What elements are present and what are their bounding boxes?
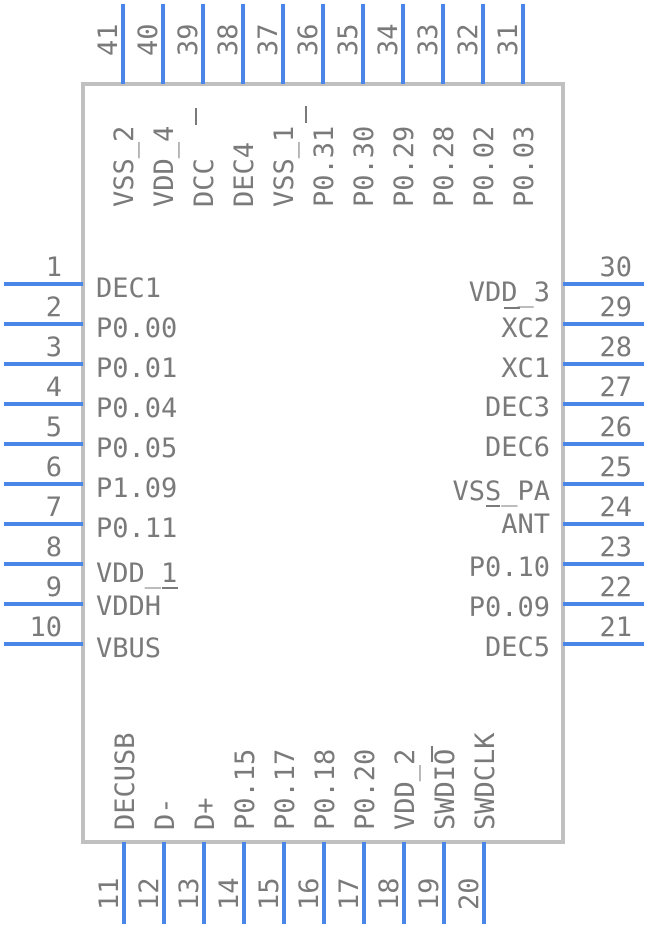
pin-27-name: DEC3 bbox=[485, 392, 550, 423]
pin-1-number: 1 bbox=[46, 252, 62, 283]
pin-13-name: D+ bbox=[190, 797, 221, 830]
pin-10-number: 10 bbox=[29, 612, 62, 643]
pin-29-number: 29 bbox=[599, 292, 632, 323]
pin-19-name: SWDIO bbox=[430, 749, 461, 830]
pin-26-number: 26 bbox=[599, 412, 632, 443]
pin-23-number: 23 bbox=[599, 532, 632, 563]
pin-30-name: VDD_3 bbox=[469, 277, 550, 308]
pin-12-number: 12 bbox=[134, 877, 165, 910]
pin-9-name: VDDH bbox=[96, 591, 161, 622]
pin-34-name: P0.29 bbox=[389, 126, 420, 207]
pin-36-name: P0.31 bbox=[309, 126, 340, 207]
pin-33-number: 33 bbox=[413, 23, 444, 56]
pin-41-name: VSS_2 bbox=[109, 126, 140, 207]
pin-20-number: 20 bbox=[454, 877, 485, 910]
pin-25-number: 25 bbox=[599, 452, 632, 483]
pin-38-number: 38 bbox=[213, 23, 244, 56]
pin-17-name: P0.20 bbox=[350, 749, 381, 830]
pin-36-number: 36 bbox=[293, 23, 324, 56]
pin-22-number: 22 bbox=[599, 572, 632, 603]
pin-19-number: 19 bbox=[414, 877, 445, 910]
pin-16-name: P0.18 bbox=[310, 749, 341, 830]
pin-27-number: 27 bbox=[599, 372, 632, 403]
pin-37-name: VSS_1 bbox=[269, 126, 300, 207]
pin-31-name: P0.03 bbox=[509, 126, 540, 207]
pin-34-number: 34 bbox=[373, 23, 404, 56]
pin-28-number: 28 bbox=[599, 332, 632, 363]
pin-32-number: 32 bbox=[453, 23, 484, 56]
pin-40-name: VDD_4 bbox=[149, 126, 180, 207]
pin-18-name: VDD_2 bbox=[390, 749, 421, 830]
pin-4-number: 4 bbox=[46, 372, 62, 403]
pin-1-name: DEC1 bbox=[96, 273, 161, 304]
pin-2-number: 2 bbox=[46, 292, 62, 323]
pin-41-number: 41 bbox=[93, 23, 124, 56]
pin-33-name: P0.28 bbox=[429, 126, 460, 207]
pin-22-name: P0.09 bbox=[469, 592, 550, 623]
pin-28-name: XC1 bbox=[501, 353, 550, 384]
pin-24-name: ANT bbox=[501, 509, 550, 540]
pin-4-name: P0.04 bbox=[96, 393, 177, 424]
pin-40-number: 40 bbox=[133, 23, 164, 56]
pin-6-number: 6 bbox=[46, 452, 62, 483]
pin-12-name: D- bbox=[150, 797, 181, 830]
pin-8-number: 8 bbox=[46, 532, 62, 563]
pin-31-number: 31 bbox=[493, 23, 524, 56]
pin-7-number: 7 bbox=[46, 492, 62, 523]
pin-29-name: XC2 bbox=[501, 313, 550, 344]
pin-20-name: SWDCLK bbox=[470, 732, 501, 830]
pin-14-number: 14 bbox=[214, 877, 245, 910]
pin-21-name: DEC5 bbox=[485, 632, 550, 663]
pin-13-number: 13 bbox=[174, 877, 205, 910]
pin-25-name: VSS_PA bbox=[452, 476, 550, 507]
pin-8-name: VDD_1 bbox=[96, 558, 177, 589]
pin-14-name: P0.15 bbox=[230, 749, 261, 830]
pin-5-name: P0.05 bbox=[96, 433, 177, 464]
pin-2-name: P0.00 bbox=[96, 313, 177, 344]
pin-38-name: DEC4 bbox=[229, 142, 260, 207]
pin-9-number: 9 bbox=[46, 572, 62, 603]
pin-32-name: P0.02 bbox=[469, 126, 500, 207]
pin-30-number: 30 bbox=[599, 252, 632, 283]
pin-6-name: P1.09 bbox=[96, 473, 177, 504]
pin-23-name: P0.10 bbox=[469, 552, 550, 583]
pin-26-name: DEC6 bbox=[485, 432, 550, 463]
pin-11-number: 11 bbox=[94, 877, 125, 910]
pin-18-number: 18 bbox=[374, 877, 405, 910]
pin-15-name: P0.17 bbox=[270, 749, 301, 830]
pins-layer bbox=[4, 4, 644, 924]
pin-37-number: 37 bbox=[253, 23, 284, 56]
pin-35-name: P0.30 bbox=[349, 126, 380, 207]
pin-10-name: VBUS bbox=[96, 633, 161, 664]
pin-39-number: 39 bbox=[173, 23, 204, 56]
pin-35-number: 35 bbox=[333, 23, 364, 56]
pin-5-number: 5 bbox=[46, 412, 62, 443]
pin-21-number: 21 bbox=[599, 612, 632, 643]
pin-3-name: P0.01 bbox=[96, 353, 177, 384]
pin-7-name: P0.11 bbox=[96, 513, 177, 544]
pin-3-number: 3 bbox=[46, 332, 62, 363]
pin-15-number: 15 bbox=[254, 877, 285, 910]
pin-24-number: 24 bbox=[599, 492, 632, 523]
pin-16-number: 16 bbox=[294, 877, 325, 910]
pin-17-number: 17 bbox=[334, 877, 365, 910]
pin-39-name: DCC bbox=[189, 158, 220, 207]
pin-11-name: DECUSB bbox=[110, 732, 141, 830]
